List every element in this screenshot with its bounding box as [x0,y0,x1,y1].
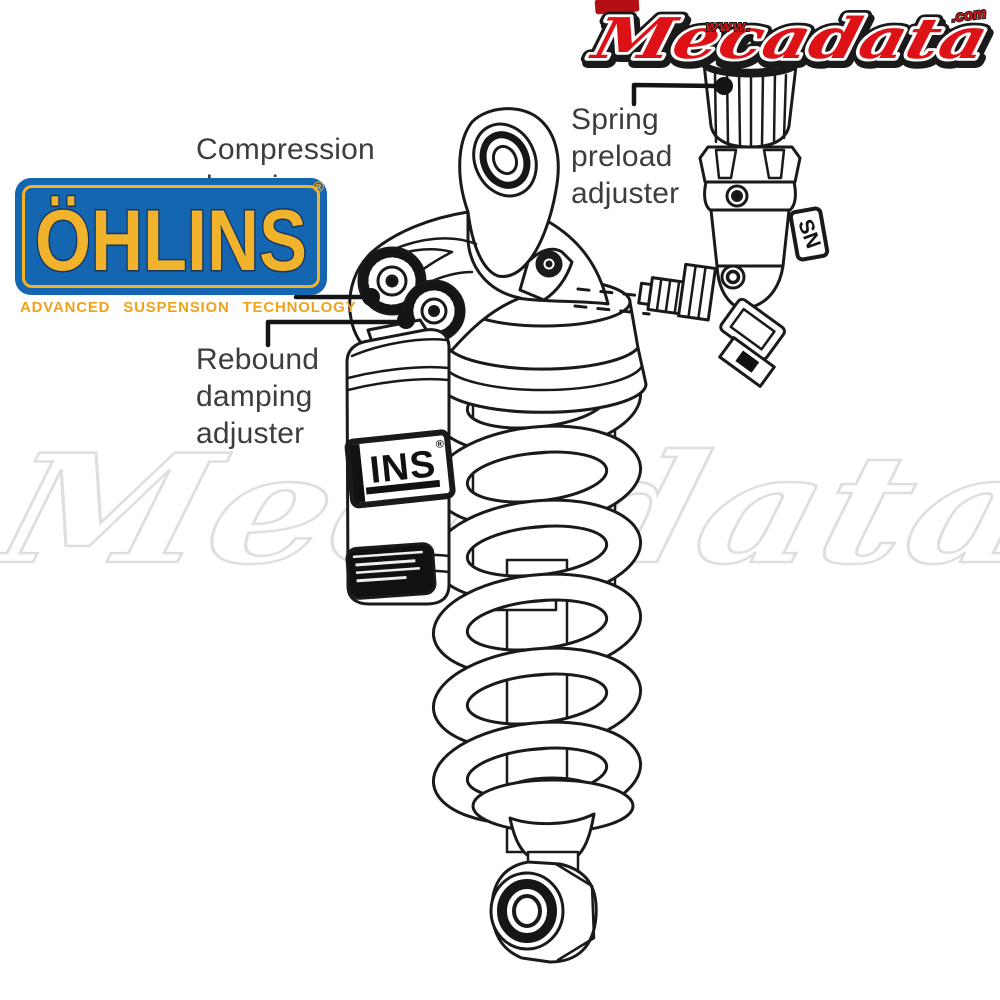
ohlins-logo: ÖHLINS ® [15,178,327,295]
remote-hose-dashed-lines [573,287,654,316]
top-eyelet-assembly [458,107,610,306]
mecadata-text: Mecadata [584,7,995,72]
mecadata-www: www. [706,18,753,35]
ohlins-logo-wordmark: ÖHLINS [34,192,309,291]
leader-lines [265,77,733,348]
ohlins-tagline: ADVANCED SUSPENSION TECHNOLOGY [20,299,357,316]
mecadata-badge [594,0,640,15]
label-line: Spring [571,103,659,136]
label-line: damping [196,380,313,413]
reservoir-barcode-label [345,542,437,600]
mecadata-tld: .com [950,5,987,26]
ohlins-logo-text: ÖHLINS [35,193,307,289]
preload-leader-line [631,82,720,107]
rebound-damping-adjuster-label: Rebound damping adjuster [196,341,319,452]
spring-preload-adjuster: SN [637,48,830,388]
reservoir-ohlins-label: INS ® [344,429,456,509]
preload-leader-dot [715,77,733,95]
adjuster-tag-label: SN [788,206,830,262]
rebound-leader-line [265,319,406,348]
reservoir: INS ® [344,318,456,606]
label-line: Rebound [196,343,320,376]
label-line: Compression [196,133,375,166]
mecadata-text-outline-white: Mecadata [584,7,995,72]
label-line: adjuster [571,177,680,210]
label-line: adjuster [196,417,305,450]
spring-preload-adjuster-label: Spring preload adjuster [571,101,679,212]
compression-leader-dot [362,288,380,306]
mecadata-text-shadow: Mecadata [586,11,997,76]
clevis-bolt [535,250,563,278]
mecadata-text-outline-black: Mecadata [584,7,995,72]
rebound-leader-dot [397,311,415,329]
registered-trademark-icon: ® [312,179,324,196]
label-line: preload [571,140,673,173]
reservoir-label-reg: ® [435,438,444,451]
mecadata-logo: Mecadata Mecadata Mecadata Mecadata www.… [579,0,1000,82]
lower-eyelet-assembly [471,776,635,964]
ohlins-logo-border [22,185,320,288]
